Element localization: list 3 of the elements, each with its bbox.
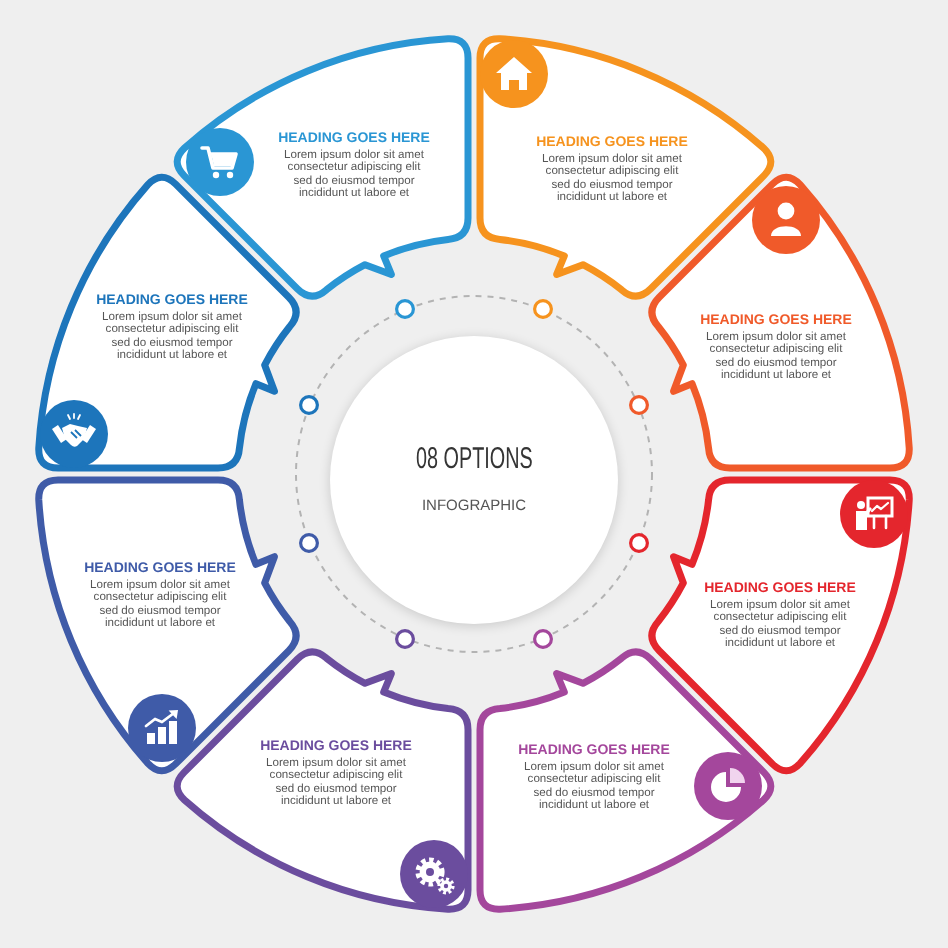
option-segment [34, 178, 296, 474]
center-title: 08 OPTIONS [415, 442, 533, 478]
option-segment [474, 652, 770, 914]
